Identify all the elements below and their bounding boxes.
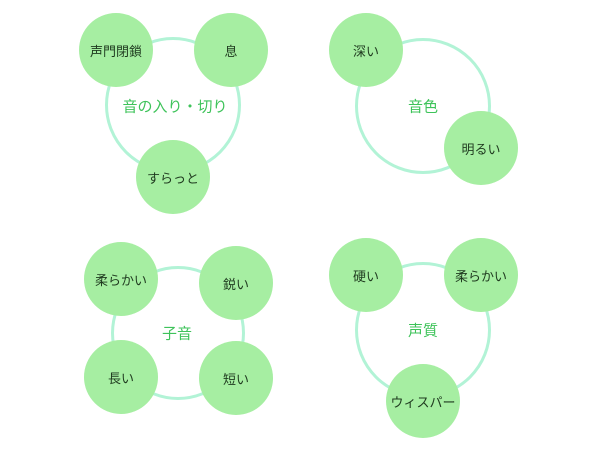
node-circle: 柔らかい	[444, 238, 518, 312]
group-ring	[111, 266, 245, 400]
node-circle: 息	[194, 13, 268, 87]
group-ring	[355, 38, 491, 174]
node-label: 短い	[222, 372, 249, 388]
node-label: 深い	[352, 44, 379, 60]
node-label: ウィスパー	[390, 395, 456, 411]
node-label: 長い	[107, 371, 134, 387]
node-label: 声門閉鎖	[89, 44, 142, 60]
node-circle: 鋭い	[199, 246, 273, 320]
node-circle: 明るい	[444, 111, 518, 185]
node-circle: 短い	[199, 341, 273, 415]
node-circle: 深い	[329, 13, 403, 87]
node-label: すらっと	[146, 171, 199, 187]
node-label: 息	[224, 44, 238, 60]
node-label: 柔らかい	[94, 273, 147, 289]
node-circle: 柔らかい	[84, 242, 158, 316]
group-center-label: 音の入り・切り	[122, 97, 228, 116]
node-label: 柔らかい	[454, 269, 507, 285]
node-label: 鋭い	[222, 277, 249, 293]
node-circle: 硬い	[329, 238, 403, 312]
node-circle: すらっと	[136, 140, 210, 214]
group-center-label: 音色	[407, 97, 439, 116]
group-center-label: 声質	[407, 321, 439, 340]
node-circle: 長い	[84, 340, 158, 414]
node-label: 明るい	[461, 142, 501, 158]
group-center-label: 子音	[161, 324, 193, 343]
node-circle: 声門閉鎖	[79, 13, 153, 87]
node-circle: ウィスパー	[386, 364, 460, 438]
node-label: 硬い	[352, 269, 379, 285]
